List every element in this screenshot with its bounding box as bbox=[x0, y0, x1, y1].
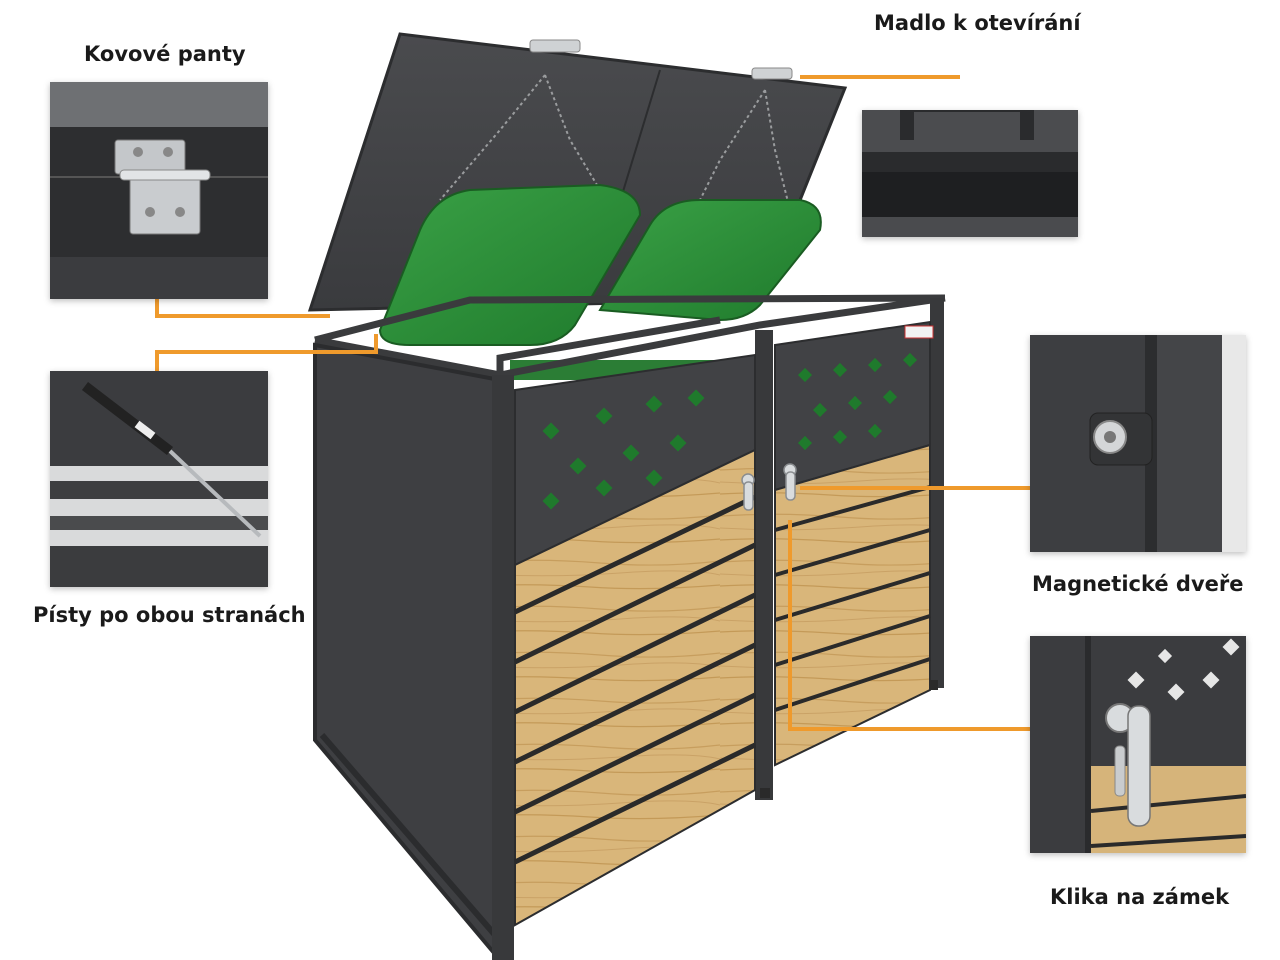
side-panel bbox=[313, 342, 502, 960]
post-left bbox=[492, 375, 514, 960]
door-perforations bbox=[542, 352, 918, 510]
label-pistons: Písty po obou stranách bbox=[33, 603, 306, 627]
lever-lock-icon bbox=[1030, 636, 1246, 853]
door-right bbox=[774, 320, 931, 767]
product-sticker bbox=[904, 325, 934, 339]
connector-hinge bbox=[155, 314, 330, 318]
inset-lock bbox=[1030, 636, 1246, 853]
connector-lock bbox=[788, 727, 1098, 731]
connector-piston bbox=[374, 334, 378, 354]
door-left bbox=[513, 353, 757, 927]
cylinder-lock-icon bbox=[1030, 335, 1246, 552]
foot bbox=[760, 788, 770, 798]
hinge-icon bbox=[50, 82, 268, 299]
handle-icon bbox=[862, 110, 1078, 237]
lid-handle-right bbox=[751, 67, 793, 80]
foot bbox=[930, 680, 938, 690]
connector-magnetic bbox=[800, 486, 1105, 490]
door-lock-handles bbox=[741, 463, 797, 511]
label-magnetic: Magnetické dveře bbox=[1032, 572, 1244, 596]
connector-handle bbox=[800, 75, 960, 79]
green-bin-lids bbox=[378, 183, 822, 380]
inset-magnetic bbox=[1030, 335, 1246, 552]
inset-pistons bbox=[50, 371, 268, 587]
connector-piston bbox=[155, 350, 377, 354]
post-right bbox=[930, 298, 944, 688]
connector-lock bbox=[788, 520, 792, 730]
label-handle: Madlo k otevírání bbox=[874, 11, 1081, 35]
lid-handle-left bbox=[529, 39, 581, 53]
gas-piston-icon bbox=[50, 371, 268, 587]
post-middle bbox=[755, 330, 773, 800]
label-hinges: Kovové panty bbox=[84, 42, 246, 66]
top-frame bbox=[314, 294, 946, 379]
inset-hinges bbox=[50, 82, 268, 299]
label-lock: Klika na zámek bbox=[1050, 885, 1230, 909]
inset-handle bbox=[862, 110, 1078, 237]
connector-piston bbox=[155, 350, 159, 388]
